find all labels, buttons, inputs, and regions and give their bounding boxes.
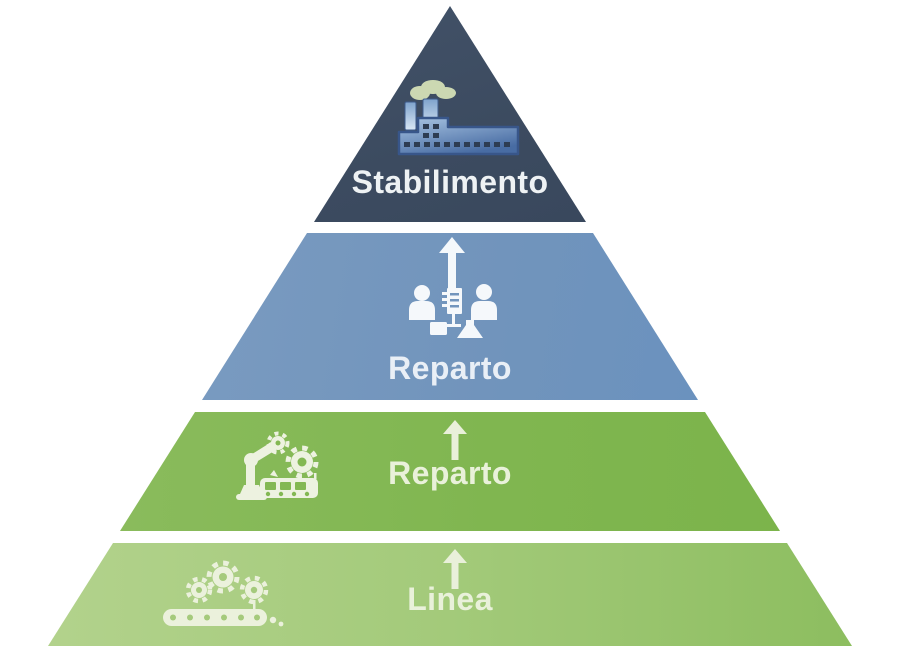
team-discussion-icon [409, 284, 497, 338]
layer-label-reparto-lower: Reparto [388, 455, 512, 491]
up-arrow-icon [443, 420, 467, 460]
factory-icon [397, 80, 520, 156]
gear-holes-and-rollers [170, 573, 260, 621]
conveyor-cutouts [265, 440, 310, 497]
document-lines [450, 293, 459, 308]
factory-windows [404, 124, 510, 147]
pyramid-level-reparto-lower: Reparto [120, 412, 780, 531]
layer-label-stabilimento: Stabilimento [351, 164, 549, 200]
robot-arm-assembly-icon [236, 431, 319, 500]
layer-label-reparto-upper: Reparto [388, 350, 512, 386]
up-arrow-icon [439, 237, 465, 293]
conveyor-gears-icon [163, 560, 284, 627]
pyramid-level-stabilimento: Stabilimento [314, 6, 586, 222]
pyramid-level-linea: Linea [48, 543, 852, 646]
pyramid-level-reparto-upper: Reparto [202, 233, 698, 400]
up-arrow-icon [443, 549, 467, 589]
layer-label-linea: Linea [407, 581, 493, 617]
smoke-shape [410, 80, 456, 100]
